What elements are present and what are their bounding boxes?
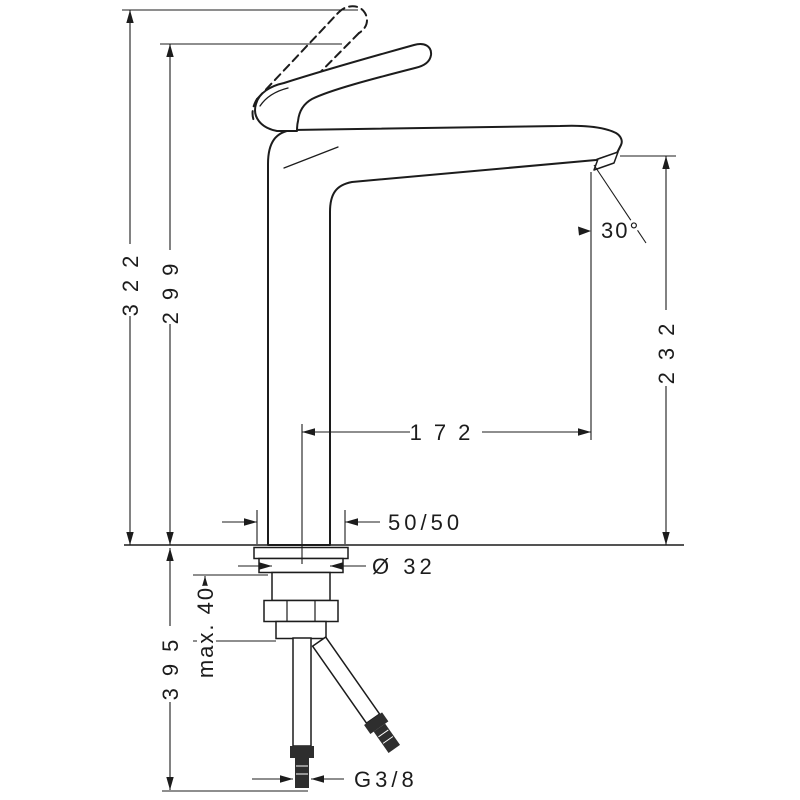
hose-connector xyxy=(373,723,401,753)
dim-base-halves-label: 50/50 xyxy=(388,510,463,535)
faucet-drawing xyxy=(124,5,684,788)
threaded-shank-lower xyxy=(275,620,327,640)
dim-hose-length-label: 395 xyxy=(158,628,183,701)
dim-outlet-height-label: 232 xyxy=(654,312,679,385)
supply-hose-right xyxy=(311,636,401,753)
dimensions: 322 299 232 30° 172 50/50 Ø 32 max. 40 3… xyxy=(115,9,682,795)
hose-fitting xyxy=(364,712,389,734)
hose-fitting xyxy=(290,746,314,758)
spout-inner-line xyxy=(283,146,339,169)
dim-total-height-label: 322 xyxy=(118,244,143,317)
threaded-shank xyxy=(271,571,331,602)
dim-spout-reach-label: 172 xyxy=(410,420,483,445)
angle-arrowhead xyxy=(578,226,591,236)
base-flange-upper xyxy=(253,546,349,560)
lever-handle xyxy=(254,43,433,132)
dim-hole-diameter-label: Ø 32 xyxy=(372,554,436,579)
mounting-hardware xyxy=(253,546,349,640)
small-dimension-arrows xyxy=(201,226,591,783)
dim-connection-thread-label: G3/8 xyxy=(354,767,418,792)
label-masks xyxy=(122,244,674,702)
dim-height-to-spout-label: 299 xyxy=(158,252,183,325)
extension-lines xyxy=(122,9,676,792)
spout-angle-line xyxy=(593,164,647,244)
dim-spout-angle-label: 30° xyxy=(601,218,640,243)
hose-connector xyxy=(295,758,309,788)
faucet-body-spout xyxy=(267,124,623,546)
mounting-nut xyxy=(263,599,339,623)
dim-max-counter-thickness-label: max. 40 xyxy=(193,586,218,678)
supply-hose-left xyxy=(290,637,314,788)
lever-inner-line xyxy=(259,87,289,107)
